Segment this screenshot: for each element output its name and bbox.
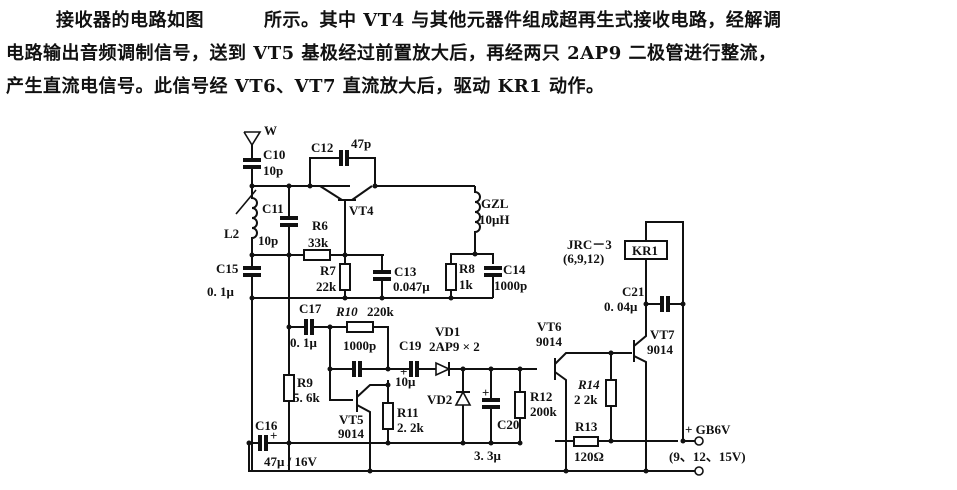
r6-value: 33k: [308, 235, 329, 250]
vd1-ref: VD1: [435, 324, 460, 339]
power-terminal-negative: [694, 466, 704, 476]
inductor-l2: [235, 186, 258, 255]
vt6-value: 9014: [536, 334, 563, 349]
capacitor-c17: [289, 319, 347, 335]
vt7-ref: VT7: [650, 327, 675, 342]
antenna-icon: [243, 131, 262, 159]
capacitor-c21: [646, 296, 683, 312]
r11-value: 2. 2k: [397, 420, 425, 435]
resistor-r7: [339, 255, 351, 298]
paragraph-line-2: 电路输出音频调制信号，送到 VT5 基极经过前置放大后，再经两只 2AP9 二极…: [6, 43, 777, 64]
capacitor-c14: [484, 266, 502, 298]
r14-value: 2 2k: [574, 392, 598, 407]
r11-ref: R11: [397, 405, 419, 420]
c15-value: 0. 1μ: [207, 284, 235, 299]
c11-value: 10p: [258, 233, 278, 248]
r10-ref: R10: [335, 304, 358, 319]
power-alt-voltages: (9、12、15V): [669, 449, 746, 464]
c14-value: 1000p: [494, 278, 527, 293]
r9-ref: R9: [297, 375, 313, 390]
transistor-vt4: [319, 185, 373, 255]
r13-value: 120Ω: [574, 449, 604, 464]
c16-plus: +: [270, 428, 277, 443]
r8-value: 1k: [459, 277, 474, 292]
c21-ref: C21: [622, 284, 644, 299]
gzl-value: 10μH: [479, 212, 509, 227]
resistor-r11: [382, 385, 394, 443]
c14-ref: C14: [503, 262, 526, 277]
kr1-type: JRC－3: [567, 237, 612, 252]
vt7-value: 9014: [647, 342, 674, 357]
resistor-r12: [514, 369, 526, 443]
capacitor-c10: [243, 158, 261, 186]
c20-ref: C20: [497, 417, 519, 432]
c12-ref: C12: [311, 140, 333, 155]
c13-ref: C13: [394, 264, 417, 279]
vt5-value: 9014: [338, 426, 365, 441]
c17-ref: C17: [299, 301, 322, 316]
c15-ref: C15: [216, 261, 239, 276]
c20-value: 3. 3μ: [474, 448, 502, 463]
c19-plus: +: [400, 364, 407, 379]
capacitor-c15: [243, 255, 261, 470]
relay-kr1: KR1: [624, 240, 668, 260]
c16-value: 47μ / 16V: [264, 454, 317, 469]
c17-value: 0. 1μ: [290, 335, 318, 350]
c21-value: 0. 04μ: [604, 299, 638, 314]
c10-value: 10p: [263, 163, 283, 178]
text-fragment: 所示。其中 VT4 与其他元器件组成超再生式接收电路，经解调: [264, 10, 782, 31]
r12-ref: R12: [530, 389, 552, 404]
vt5-ref: VT5: [339, 412, 364, 427]
c13-value: 0.047μ: [393, 279, 430, 294]
resistor-r8: [445, 263, 457, 298]
c10-ref: C10: [263, 147, 285, 162]
r7-value: 22k: [316, 279, 337, 294]
r13-ref: R13: [575, 419, 598, 434]
l2-ref: L2: [224, 226, 239, 241]
antenna-label: W: [264, 123, 277, 138]
kr1-ref: KR1: [632, 243, 658, 258]
vt6-ref: VT6: [537, 319, 562, 334]
r9-value: 5. 6k: [293, 390, 321, 405]
r8-ref: R8: [459, 261, 475, 276]
capacitor-c20: [482, 369, 500, 443]
resistor-r14: [605, 353, 617, 441]
c12-value: 47p: [351, 136, 371, 151]
resistor-r13: [555, 436, 678, 447]
c19-value: 10μ: [395, 374, 416, 389]
diode-vd2: [454, 369, 472, 443]
vd1-value: 2AP9 × 2: [429, 339, 480, 354]
resistor-r9: [283, 374, 295, 402]
text-fragment: 接收器的电路如图: [56, 10, 204, 31]
paragraph-line-1: 接收器的电路如图 所示。其中 VT4 与其他元器件组成超再生式接收电路，经解调: [56, 6, 781, 32]
power-terminal-positive: [694, 436, 704, 446]
inductor-gzl: [474, 186, 481, 254]
kr1-spec: (6,9,12): [563, 251, 604, 266]
vt4-ref: VT4: [349, 203, 374, 218]
c20-plus: +: [482, 385, 489, 400]
resistor-r10: [346, 321, 389, 369]
r7-ref: R7: [320, 263, 336, 278]
capacitor-c12: [309, 150, 376, 186]
c16-ref: C16: [255, 418, 278, 433]
capacitor-c13: [345, 254, 391, 298]
r6-ref: R6: [312, 218, 328, 233]
transistor-vt7: [633, 304, 647, 471]
power-label: + GB6V: [685, 422, 731, 437]
r12-value: 200k: [530, 404, 558, 419]
c19-ref: C19: [399, 338, 422, 353]
gzl-ref: GZL: [481, 196, 509, 211]
c11-ref: C11: [262, 201, 284, 216]
paragraph-line-3: 产生直流电信号。此信号经 VT6、VT7 直流放大后，驱动 KR1 动作。: [6, 76, 605, 97]
r14-ref: R14: [577, 377, 600, 392]
capacitor-c11: [280, 186, 298, 470]
c1000p-value: 1000p: [343, 338, 376, 353]
vd2-ref: VD2: [427, 392, 452, 407]
r10-value: 220k: [367, 304, 395, 319]
